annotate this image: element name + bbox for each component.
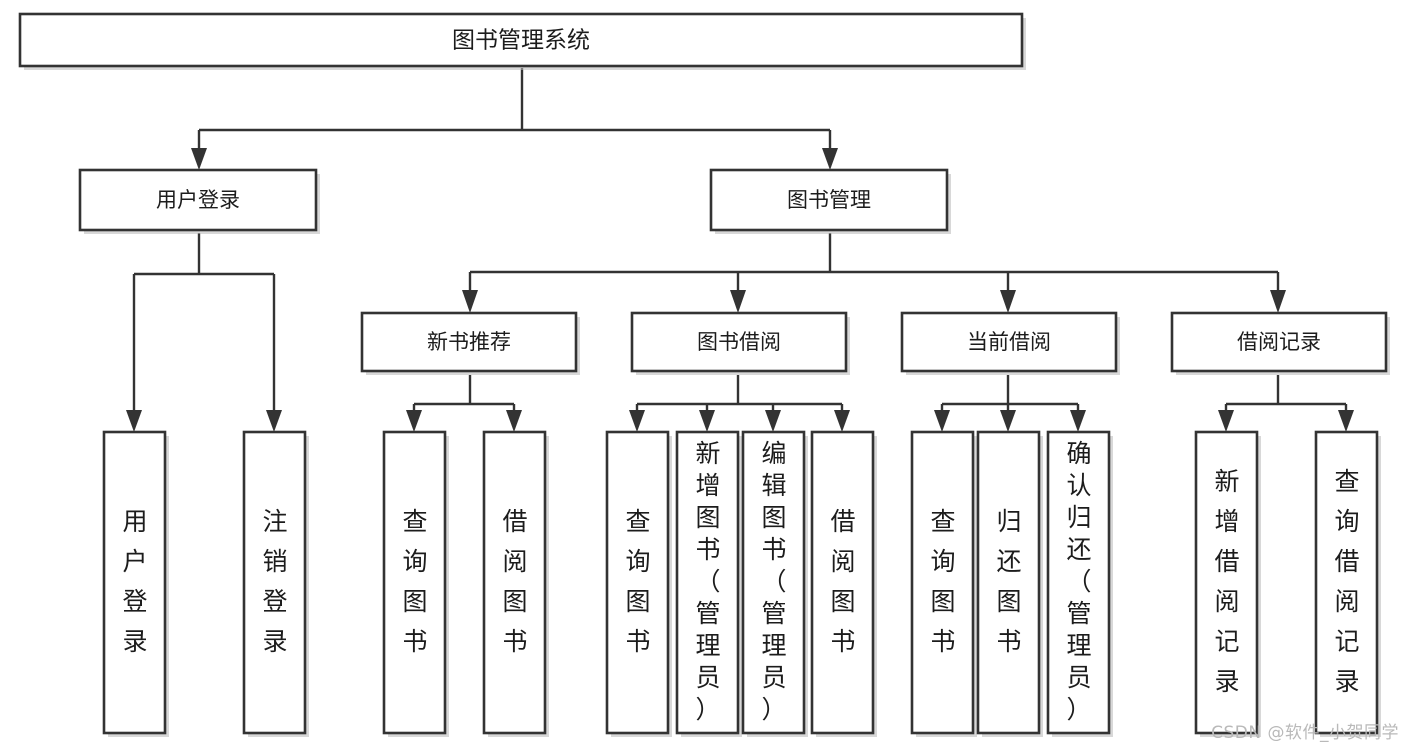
arrow-nbr-leaf2 [506,410,522,432]
leaf-user-login-box [102,430,167,735]
node-borrow-record[interactable]: 借阅记录 [1170,311,1390,375]
leaf-node-edit-book[interactable]: 编辑图书（管理员） [741,430,808,737]
arrow-bb-leaf2 [699,410,715,432]
arrow-br-leaf1 [1218,410,1234,432]
leaf-edit-book-box [741,430,806,735]
arrow-ul-leaf2 [266,410,282,432]
leaf-logout-login-label: 注销登录 [262,507,287,656]
leaf-query-book-1-box [382,430,447,735]
leaf-confirm-return-box [1046,430,1111,735]
arrow-bb-leaf4 [834,410,850,432]
leaf-node-confirm-return[interactable]: 确认归还（管理员） [1046,430,1113,737]
arrow-br-leaf2 [1338,410,1354,432]
book-manage-box [709,168,949,232]
leaf-add-record-label: 新增借阅记录 [1214,467,1239,696]
arrow-nbr-leaf1 [406,410,422,432]
leaf-confirm-return-label: 确认归还（管理员） [1066,439,1091,724]
arrow-book-manage [822,148,838,170]
node-user-login[interactable]: 用户登录 [78,168,320,234]
leaf-node-query-book-3[interactable]: 查询图书 [910,430,977,737]
borrow-record-box [1170,311,1388,373]
leaf-borrow-book-1-box [482,430,547,735]
arrow-cb-leaf1 [934,410,950,432]
arrow-new-book-rec [462,290,478,313]
leaf-query-book-1-label: 查询图书 [402,507,427,656]
leaf-node-borrow-book-2[interactable]: 借阅图书 [810,430,877,737]
leaf-borrow-book-2-label: 借阅图书 [830,507,855,656]
leaf-return-book-label: 归还图书 [996,507,1021,656]
leaf-query-book-2-label: 查询图书 [625,507,650,656]
arrow-cb-leaf2 [1000,410,1016,432]
arrow-ul-leaf1 [126,410,142,432]
new-book-rec-box [360,311,578,373]
leaf-user-login-label: 用户登录 [122,507,147,656]
arrow-borrow-record [1270,290,1286,313]
arrow-user-login [191,148,207,170]
leaf-node-query-book-1[interactable]: 查询图书 [382,430,449,737]
arrow-bb-leaf3 [765,410,781,432]
arrow-bb-leaf1 [629,410,645,432]
node-new-book-rec[interactable]: 新书推荐 [360,311,580,375]
node-root[interactable]: 图书管理系统 [18,12,1026,70]
user-login-label: 用户登录 [156,188,240,212]
node-current-borrow[interactable]: 当前借阅 [900,311,1120,375]
leaf-node-user-login[interactable]: 用户登录 [102,430,169,737]
arrow-current-borrow [1000,290,1016,313]
leaf-edit-book-label: 编辑图书（管理员） [761,439,786,724]
book-borrow-box [630,311,848,373]
book-borrow-label: 图书借阅 [697,330,781,354]
leaf-add-record-box [1194,430,1259,735]
new-book-rec-label: 新书推荐 [427,330,511,354]
current-borrow-box [900,311,1118,373]
leaf-query-record-label: 查询借阅记录 [1334,467,1359,696]
book-manage-label: 图书管理 [787,188,871,212]
current-borrow-label: 当前借阅 [967,330,1051,354]
user-login-box [78,168,318,232]
leaf-node-query-record[interactable]: 查询借阅记录 [1314,430,1381,737]
leaf-node-add-book[interactable]: 新增图书（管理员） [675,430,742,737]
arrow-book-borrow [730,290,746,313]
leaf-add-book-box [675,430,740,735]
root-label: 图书管理系统 [452,28,590,54]
leaf-node-add-record[interactable]: 新增借阅记录 [1194,430,1261,737]
leaf-node-return-book[interactable]: 归还图书 [976,430,1043,737]
csdn-watermark: CSDN @软件_小贺同学 [1211,723,1399,743]
leaf-node-query-book-2[interactable]: 查询图书 [605,430,672,737]
leaf-add-book-label: 新增图书（管理员） [695,439,720,724]
leaf-logout-login-box [242,430,307,735]
leaf-borrow-book-1-label: 借阅图书 [502,507,527,656]
borrow-record-label: 借阅记录 [1237,330,1321,354]
leaf-query-book-3-label: 查询图书 [930,507,955,656]
node-book-borrow[interactable]: 图书借阅 [630,311,850,375]
leaf-layer: 用户登录 注销登录 查询图书 借阅图书 查询图书 [102,430,1381,737]
leaf-node-logout-login[interactable]: 注销登录 [242,430,309,737]
arrow-cb-leaf3 [1070,410,1086,432]
node-book-manage[interactable]: 图书管理 [709,168,951,234]
leaf-query-book-3-box [910,430,975,735]
leaf-query-record-box [1314,430,1379,735]
leaf-return-book-box [976,430,1041,735]
connector-layer [126,68,1354,432]
leaf-node-borrow-book-1[interactable]: 借阅图书 [482,430,549,737]
root-box [18,12,1024,68]
leaf-borrow-book-2-box [810,430,875,735]
leaf-query-book-2-box [605,430,670,735]
